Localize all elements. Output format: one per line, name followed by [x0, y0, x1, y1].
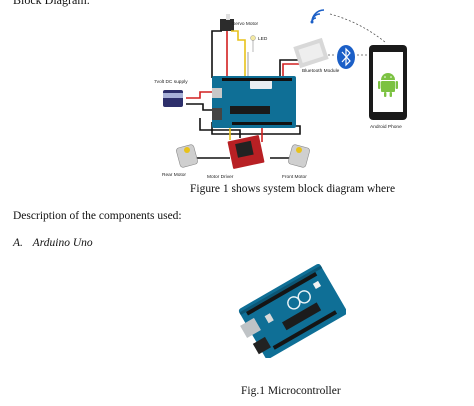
page-heading: Block Diagram:: [13, 0, 90, 7]
system-block-diagram: Servo Motor LED 7volt DC supply: [154, 9, 407, 180]
bluetooth-icon: [337, 45, 355, 69]
servo-motor-label: Servo Motor: [232, 21, 259, 27]
battery: [163, 90, 183, 107]
components-description: Description of the components used:: [13, 210, 182, 222]
section-title: Arduino Uno: [32, 237, 93, 249]
wifi-icon: [310, 9, 325, 24]
figure-2-caption: Fig.1 Microcontroller: [241, 385, 341, 397]
front-motor-label: Front Motor: [282, 174, 307, 180]
section-number: A.: [13, 237, 23, 249]
servo-motor: [220, 14, 234, 31]
figure-1-caption: Figure 1 shows system block diagram wher…: [190, 183, 396, 195]
rear-motor: [176, 144, 198, 168]
arduino-uno-image: [238, 263, 346, 358]
android-phone-label: Android Phone: [370, 124, 402, 130]
section-heading: A. Arduino Uno: [13, 237, 93, 249]
android-phone: [369, 45, 407, 120]
battery-label: 7volt DC supply: [154, 79, 188, 85]
led-label: LED: [258, 36, 268, 42]
bluetooth-module-label: Bluetooth Module: [302, 68, 340, 74]
front-motor: [288, 144, 310, 168]
motor-driver-label: Motor Driver: [207, 174, 234, 180]
android-icon: [378, 73, 398, 97]
arduino-board: [212, 76, 296, 128]
rear-motor-label: Rear Motor: [162, 172, 186, 178]
motor-driver: [227, 135, 265, 169]
led: [250, 35, 256, 52]
bluetooth-module: [293, 37, 329, 69]
